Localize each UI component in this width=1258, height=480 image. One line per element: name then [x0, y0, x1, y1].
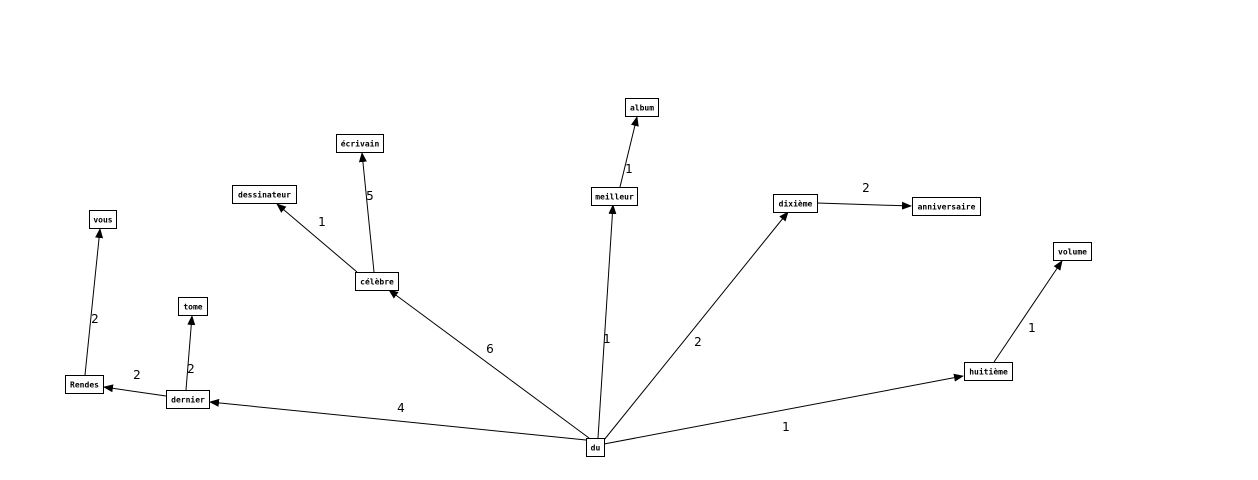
- edge-du-to-dernier: [209, 398, 587, 441]
- node-box-du: [586, 438, 605, 457]
- node-box-anniversaire: [912, 197, 981, 216]
- node-box-ecrivain: [336, 134, 384, 153]
- edge-weight-huitieme-to-volume: 1: [1028, 321, 1036, 335]
- edge-dernier-to-tome: [185, 315, 196, 391]
- node-label-dixieme: dixième: [779, 199, 813, 209]
- node-box-dixieme: [773, 194, 818, 213]
- node-dixieme[interactable]: dixième: [773, 194, 818, 213]
- edge-weight-celebre-to-ecrivain: 5: [366, 189, 374, 203]
- node-label-dernier: dernier: [171, 395, 205, 405]
- node-box-celebre: [355, 272, 399, 291]
- edge-weight-dernier-to-tome: 2: [187, 362, 195, 376]
- node-label-volume: volume: [1058, 248, 1087, 257]
- node-label-rendes: Rendes: [70, 381, 99, 390]
- edge-weight-du-to-celebre: 6: [486, 342, 494, 356]
- edge-weight-dixieme-to-anniversaire: 2: [862, 181, 870, 195]
- node-box-tome: [178, 297, 208, 316]
- node-box-volume: [1053, 242, 1092, 261]
- edge-weight-meilleur-to-album: 1: [625, 162, 633, 176]
- edge-weight-rendes-to-vous: 2: [91, 312, 99, 326]
- node-label-du: du: [591, 444, 601, 453]
- node-rendes[interactable]: Rendes: [65, 375, 104, 394]
- node-volume[interactable]: volume: [1053, 242, 1092, 261]
- edge-weight-dernier-to-rendes: 2: [133, 368, 141, 382]
- node-box-album: [625, 98, 659, 117]
- edge-weight-du-to-meilleur: 1: [603, 332, 611, 346]
- edge-weight-celebre-to-dessinateur: 1: [318, 215, 326, 229]
- node-tome[interactable]: tome: [178, 297, 208, 316]
- node-label-anniversaire: anniversaire: [918, 202, 976, 212]
- node-dessinateur[interactable]: dessinateur: [232, 185, 297, 204]
- edge-dixieme-to-anniversaire: [816, 201, 912, 210]
- node-label-ecrivain: écrivain: [341, 139, 380, 149]
- node-label-huitieme: huitième: [969, 367, 1008, 377]
- node-celebre[interactable]: célèbre: [355, 272, 399, 291]
- edge-weight-du-to-dixieme: 2: [694, 335, 702, 349]
- node-ecrivain[interactable]: écrivain: [336, 134, 384, 153]
- node-box-dessinateur: [232, 185, 297, 204]
- node-label-dessinateur: dessinateur: [238, 190, 291, 200]
- edge-weight-du-to-huitieme: 1: [782, 420, 790, 434]
- edge-celebre-to-dessinateur: [276, 203, 358, 273]
- node-label-tome: tome: [183, 303, 202, 312]
- edges-layer: 4 6 1 2 1 2 2 2 1 5 1 2 1: [84, 116, 1063, 445]
- node-meilleur[interactable]: meilleur: [591, 187, 638, 206]
- nodes-layer: du dernier Rendes vous tome célèbre dessinateu…: [65, 98, 1092, 457]
- node-label-album: album: [630, 104, 654, 113]
- edge-dernier-to-rendes: [103, 384, 167, 397]
- node-label-celebre: célèbre: [360, 277, 394, 287]
- node-box-vous: [89, 210, 117, 229]
- node-box-meilleur: [591, 187, 638, 206]
- node-box-rendes: [65, 375, 104, 394]
- node-dernier[interactable]: dernier: [166, 390, 210, 409]
- node-huitieme[interactable]: huitième: [964, 362, 1013, 381]
- node-box-huitieme: [964, 362, 1013, 381]
- node-box-dernier: [166, 390, 210, 409]
- node-du[interactable]: du: [586, 438, 605, 457]
- edge-du-to-dixieme: [603, 211, 789, 441]
- node-label-meilleur: meilleur: [595, 192, 634, 202]
- edge-du-to-huitieme: [603, 373, 964, 445]
- edge-meilleur-to-album: [619, 116, 639, 188]
- edge-du-to-celebre: [388, 289, 590, 439]
- node-label-vous: vous: [93, 216, 112, 225]
- node-anniversaire[interactable]: anniversaire: [912, 197, 981, 216]
- node-album[interactable]: album: [625, 98, 659, 117]
- edge-celebre-to-ecrivain: [358, 152, 375, 273]
- edge-rendes-to-vous: [84, 228, 104, 376]
- edge-weight-du-to-dernier: 4: [397, 401, 405, 415]
- edge-du-to-meilleur: [597, 204, 617, 439]
- edge-huitieme-to-volume: [993, 260, 1063, 363]
- node-vous[interactable]: vous: [89, 210, 117, 229]
